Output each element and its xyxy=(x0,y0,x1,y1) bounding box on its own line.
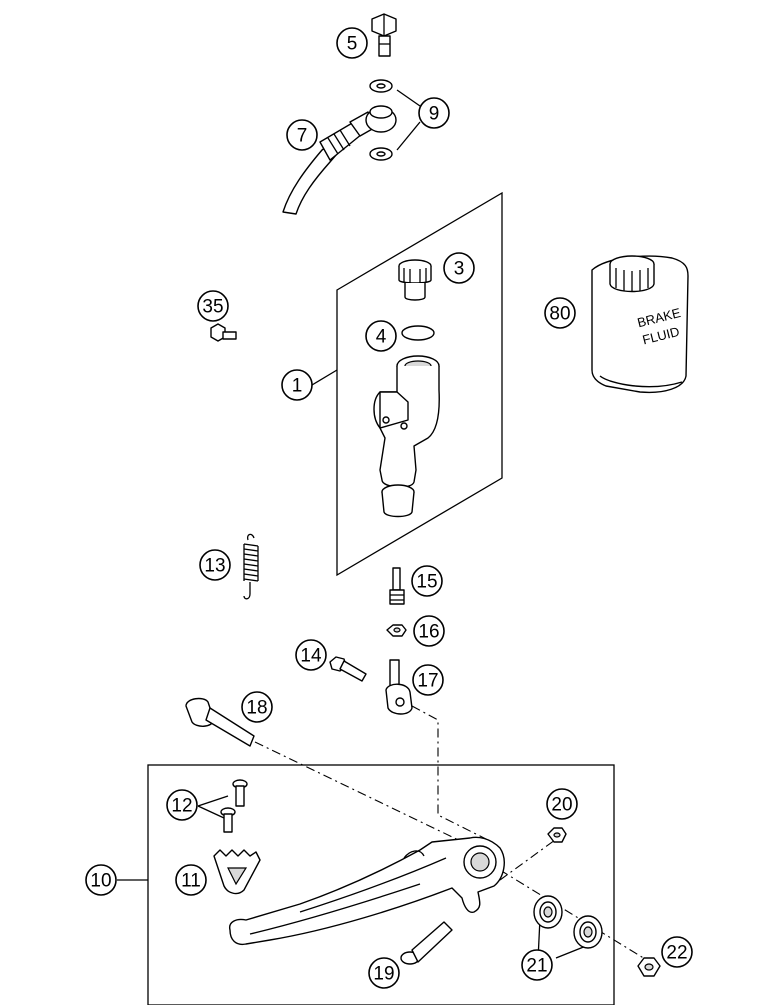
callout-13: 13 xyxy=(199,549,231,581)
clevis xyxy=(385,659,413,715)
callout-circle xyxy=(411,565,443,597)
callout-7: 7 xyxy=(286,119,318,151)
callout-80: 80 xyxy=(544,297,576,329)
lock-nut xyxy=(637,957,661,977)
callout-number: 18 xyxy=(246,698,267,719)
bearings xyxy=(533,895,603,949)
small-bolt xyxy=(210,323,237,342)
callout-18: 18 xyxy=(241,691,273,723)
callout-circle xyxy=(661,936,693,968)
brake-pedal-frame xyxy=(147,764,615,1005)
shoulder-bolt xyxy=(329,656,367,682)
callout-number: 19 xyxy=(373,964,394,985)
callout-circle xyxy=(412,664,444,696)
brake-fluid-can: BRAKE FLUID xyxy=(591,255,689,394)
callout-circle xyxy=(413,615,445,647)
callout-number: 35 xyxy=(202,297,223,318)
callout-circle xyxy=(175,864,207,896)
callout-number: 13 xyxy=(204,556,225,577)
callout-number: 80 xyxy=(549,304,570,325)
callout-circle xyxy=(85,864,117,896)
callout-20: 20 xyxy=(546,788,578,820)
callout-circle xyxy=(546,788,578,820)
banjo-bolt xyxy=(371,13,397,57)
callout-circle xyxy=(199,549,231,581)
reservoir-cap xyxy=(398,259,432,301)
callout-16: 16 xyxy=(413,615,445,647)
callout-number: 3 xyxy=(454,259,465,280)
callout-19: 19 xyxy=(368,957,400,989)
master-cylinder-body xyxy=(373,355,440,518)
callout-number: 21 xyxy=(526,956,547,977)
brake-pedal xyxy=(229,836,505,946)
hex-nut xyxy=(386,624,407,637)
screws xyxy=(220,779,248,833)
callout-number: 15 xyxy=(416,572,437,593)
callout-number: 20 xyxy=(551,795,572,816)
o-ring xyxy=(401,325,435,341)
callout-14: 14 xyxy=(295,639,327,671)
pivot-bolt xyxy=(185,697,255,747)
push-rod xyxy=(389,567,405,605)
callout-12: 12 xyxy=(166,789,198,821)
callout-number: 12 xyxy=(171,796,192,817)
centerlines xyxy=(254,705,651,963)
callout-number: 17 xyxy=(417,671,438,692)
callout-circle xyxy=(336,27,368,59)
callout-1: 1 xyxy=(281,369,313,401)
callout-17: 17 xyxy=(412,664,444,696)
callout-number: 22 xyxy=(666,943,687,964)
callout-22: 22 xyxy=(661,936,693,968)
callout-10: 10 xyxy=(85,864,117,896)
callout-3: 3 xyxy=(443,252,475,284)
callout-4: 4 xyxy=(365,320,397,352)
callout-5: 5 xyxy=(336,27,368,59)
callout-circle xyxy=(365,320,397,352)
leader-lines xyxy=(117,89,587,961)
callout-11: 11 xyxy=(175,864,207,896)
callout-circle xyxy=(544,297,576,329)
callout-circle xyxy=(197,290,229,322)
callout-15: 15 xyxy=(411,565,443,597)
callout-number: 9 xyxy=(429,104,440,125)
callout-number: 5 xyxy=(347,34,358,55)
master-cylinder-frame xyxy=(336,191,503,577)
brake-hose xyxy=(282,105,397,215)
pedal-step-plate xyxy=(213,849,261,895)
callout-number: 14 xyxy=(300,646,322,667)
callout-number: 1 xyxy=(292,376,303,397)
callout-circle xyxy=(241,691,273,723)
pedal-pin xyxy=(400,921,453,965)
callout-circle xyxy=(418,97,450,129)
callout-9: 9 xyxy=(418,97,450,129)
callout-circle xyxy=(368,957,400,989)
callout-circle xyxy=(295,639,327,671)
callout-21: 21 xyxy=(521,949,553,981)
callout-circle xyxy=(443,252,475,284)
callout-circle xyxy=(281,369,313,401)
return-spring xyxy=(243,533,259,600)
bushing-nut xyxy=(547,827,567,843)
callout-number: 7 xyxy=(297,126,308,147)
callout-circle xyxy=(166,789,198,821)
callout-35: 35 xyxy=(197,290,229,322)
callout-number: 11 xyxy=(181,871,201,892)
callout-circle xyxy=(521,949,553,981)
callout-number: 10 xyxy=(90,871,111,892)
callout-circle xyxy=(286,119,318,151)
callout-number: 4 xyxy=(376,327,387,348)
seal-rings xyxy=(369,79,393,161)
callout-number: 16 xyxy=(418,622,439,643)
